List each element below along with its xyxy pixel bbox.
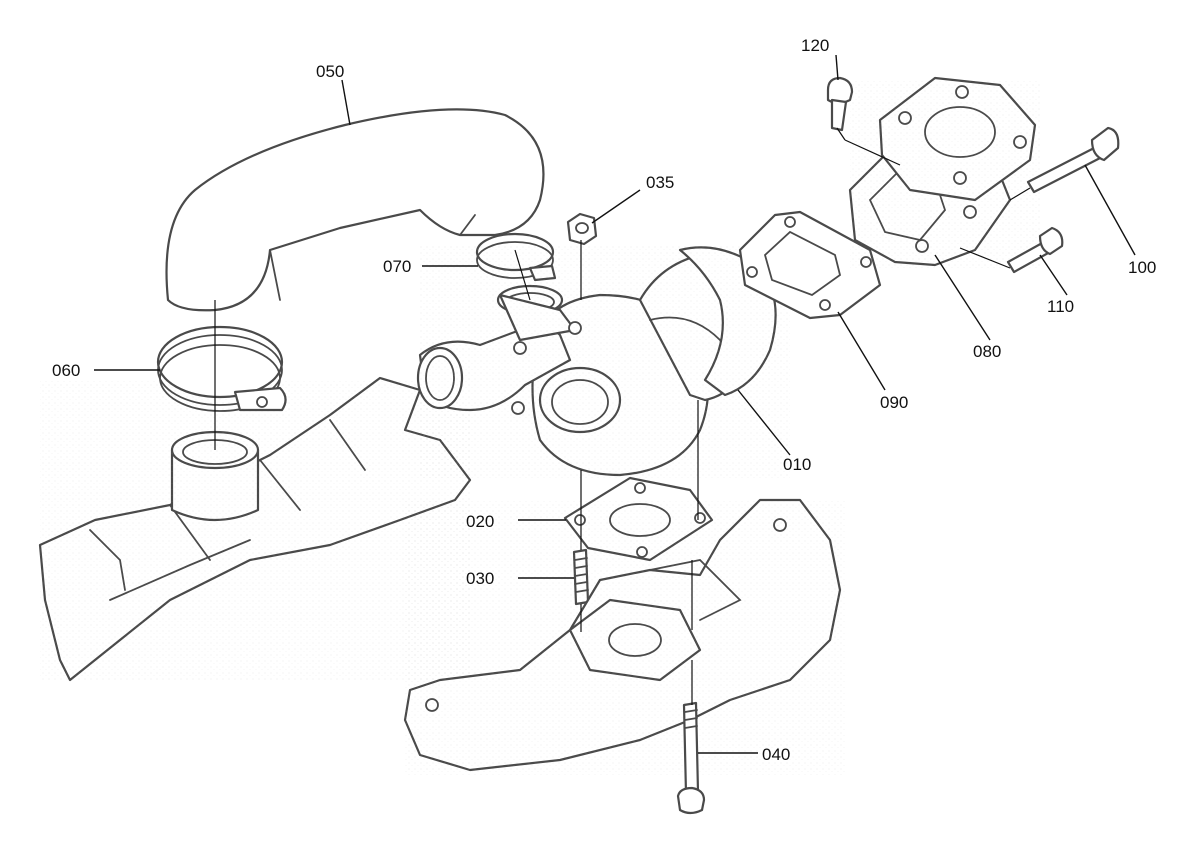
- bolt-110: [1006, 226, 1064, 274]
- leader-110: [1039, 254, 1068, 296]
- bolt-120: [826, 76, 854, 132]
- callout-070: 070: [383, 257, 411, 276]
- adapter-080: [848, 76, 1040, 270]
- callout-020: 020: [466, 512, 494, 531]
- gasket-090: [738, 210, 882, 320]
- callout-060: 060: [52, 361, 80, 380]
- leader-080: [934, 254, 991, 341]
- hose-clamp-060: [156, 325, 287, 412]
- elbow-hose-050: [165, 108, 545, 312]
- leader-lines: [94, 54, 1136, 754]
- callout-120: 120: [801, 36, 829, 55]
- leader-120: [835, 54, 839, 81]
- callout-100: 100: [1128, 258, 1156, 277]
- leader-050: [341, 79, 351, 126]
- callout-030: 030: [466, 569, 494, 588]
- bolt-100: [1026, 126, 1120, 194]
- stud-040: [676, 701, 706, 815]
- callout-050: 050: [316, 62, 344, 81]
- callouts: 050 070 060 035 010 090 080 100 110 120 …: [52, 36, 1156, 764]
- callout-040: 040: [762, 745, 790, 764]
- assembly-axes: [214, 127, 1031, 705]
- leader-035: [591, 189, 641, 224]
- callout-080: 080: [973, 342, 1001, 361]
- callout-090: 090: [880, 393, 908, 412]
- intake-manifold: [38, 376, 472, 682]
- leader-100: [1084, 164, 1136, 256]
- callout-110: 110: [1047, 297, 1074, 316]
- callout-010: 010: [783, 455, 811, 474]
- callout-035: 035: [646, 173, 674, 192]
- exhaust-manifold: [403, 498, 845, 775]
- nut-035: [566, 212, 598, 246]
- turbocharger-010: [416, 245, 790, 480]
- leader-010: [737, 389, 791, 456]
- leader-090: [837, 311, 886, 391]
